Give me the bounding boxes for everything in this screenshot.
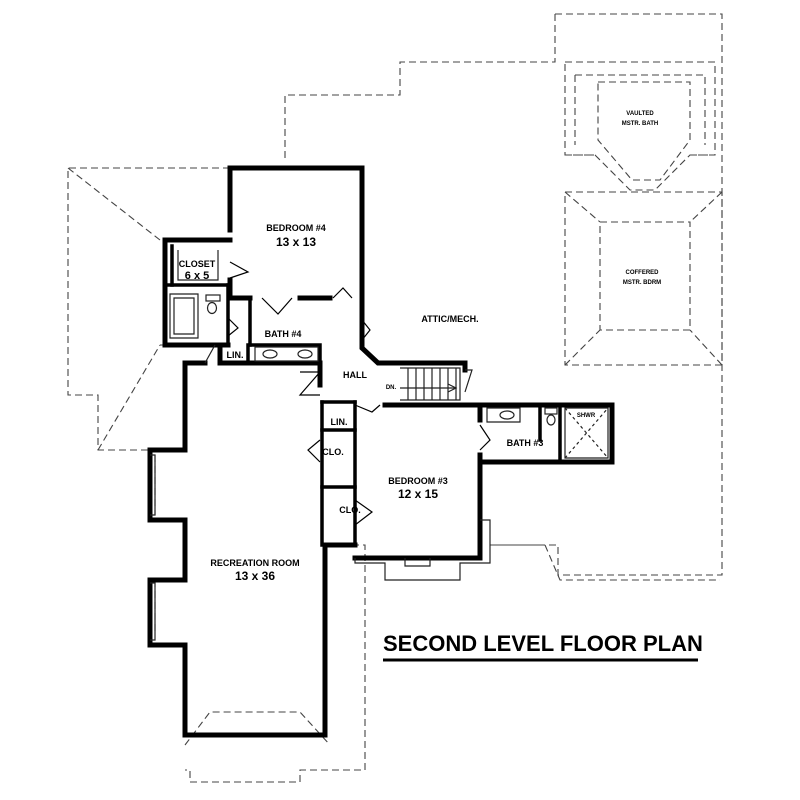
vaulted-mstr-bath-outline <box>564 61 716 191</box>
walls <box>147 165 615 738</box>
clo2-label: CLO. <box>339 505 361 515</box>
lin2-label: LIN. <box>331 417 348 427</box>
bath3-label: BATH #3 <box>507 438 544 448</box>
recreation-room-size: 13 x 36 <box>235 569 275 583</box>
bedroom3-size: 12 x 15 <box>398 487 438 501</box>
mstr-bath-label: MSTR. BATH <box>622 121 659 127</box>
coffered-mstr-bdrm-outline <box>564 191 723 366</box>
clo1-label: CLO. <box>322 447 344 457</box>
bedroom3-label: BEDROOM #3 <box>388 476 448 486</box>
mstr-bdrm-label: MSTR. BDRM <box>623 280 661 286</box>
doors <box>227 261 491 526</box>
hall-label: HALL <box>343 370 367 380</box>
closet-label: CLOSET <box>179 259 216 269</box>
lin1-label: LIN. <box>227 350 244 360</box>
bedroom4-size: 13 x 13 <box>276 235 316 249</box>
coffered-label: COFFERED <box>626 270 660 276</box>
shower-label: SHWR <box>577 413 596 419</box>
bath4-label: BATH #4 <box>265 329 302 339</box>
bedroom4-label: BEDROOM #4 <box>266 223 326 233</box>
roof-outline <box>67 13 723 783</box>
attic-label: ATTIC/MECH. <box>421 314 478 324</box>
plan-title: SECOND LEVEL FLOOR PLAN <box>383 631 703 656</box>
closet-size: 6 x 5 <box>185 270 209 282</box>
detail-lines <box>150 250 609 641</box>
vaulted-label: VAULTED <box>626 111 654 117</box>
recreation-room-label: RECREATION ROOM <box>210 558 299 568</box>
stairs-down-label: DN. <box>386 385 397 391</box>
